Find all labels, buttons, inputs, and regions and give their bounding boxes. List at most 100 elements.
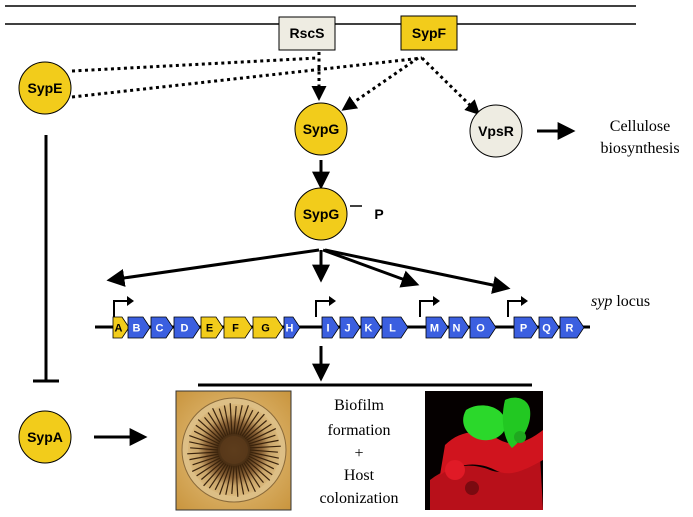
- sype-label: SypE: [27, 80, 62, 96]
- sype-node: SypE: [18, 61, 72, 115]
- sypg-node: SypG: [294, 102, 348, 156]
- sypf-label: SypF: [412, 25, 447, 41]
- sypg-p-label: SypG: [303, 206, 340, 222]
- gene-label-e: E: [206, 323, 213, 335]
- outcome-line5: colonization: [319, 490, 398, 507]
- colony-wrinkle: [248, 434, 276, 445]
- outcome-line2: formation: [327, 422, 390, 439]
- gene-arrow-p: [513, 316, 539, 339]
- colony-wrinkle: [192, 455, 220, 466]
- colony-wrinkle: [225, 465, 233, 495]
- cellulose-label-line2: biosynthesis: [600, 140, 679, 157]
- gene-arrow-j: [339, 316, 361, 339]
- gene-label-d: D: [181, 323, 189, 335]
- colony-wrinkle: [196, 459, 222, 477]
- gene-arrow-f: [223, 316, 253, 339]
- gene-arrow-e: [200, 316, 224, 339]
- gene-arrow-l: [381, 316, 409, 339]
- activation-arrow-promoter-p: [324, 248, 511, 294]
- outcome-line1: Biofilm: [334, 397, 384, 414]
- gene-arrow-r: [559, 316, 585, 339]
- colony-wrinkle: [249, 449, 278, 453]
- outcome-line3: +: [354, 445, 363, 462]
- vpsr-label: VpsR: [478, 123, 514, 139]
- colony-wrinkle: [243, 413, 265, 438]
- gene-arrow-m: [425, 316, 449, 339]
- gene-arrow-a: [112, 316, 130, 339]
- gene-label-f: F: [232, 323, 239, 335]
- colony-wrinkle: [207, 412, 225, 438]
- colony-wrinkle: [249, 453, 279, 465]
- colony-wrinkle: [201, 460, 224, 480]
- gene-label-l: L: [389, 323, 396, 335]
- gene-arrow-q: [538, 316, 560, 339]
- colony-wrinkle: [244, 420, 267, 440]
- gene-label-g: G: [261, 323, 270, 335]
- colony-wrinkle: [246, 459, 271, 481]
- gene-label-a: A: [115, 323, 123, 335]
- gene-label-k: K: [365, 323, 373, 335]
- gene-arrow-c: [150, 316, 174, 339]
- colony-wrinkle: [195, 424, 221, 443]
- host-colonization-image: [425, 391, 543, 510]
- colony-wrinkle: [204, 417, 224, 440]
- sype-to-rscs-dotted: [71, 56, 319, 73]
- colony-wrinkle: [219, 465, 231, 495]
- promoter-p: [507, 300, 521, 317]
- sypf-to-vpsr-dotted: [420, 56, 481, 116]
- promoter-i: [315, 300, 329, 317]
- gene-label-c: C: [156, 323, 164, 335]
- gene-label-h: H: [286, 323, 294, 335]
- syp-locus-rest: locus: [612, 293, 650, 310]
- colony-wrinkle: [212, 407, 227, 437]
- gene-label-j: J: [344, 323, 350, 335]
- sypg-label: SypG: [303, 121, 340, 137]
- vpsr-node: VpsR: [469, 104, 523, 158]
- colony-wrinkle: [189, 435, 219, 447]
- colony-wrinkle: [247, 428, 277, 443]
- gene-label-p: P: [520, 323, 527, 335]
- colony-wrinkle: [189, 453, 219, 461]
- gene-label-r: R: [566, 323, 574, 335]
- activation-arrow-promoter-m: [322, 248, 420, 288]
- colony-wrinkle: [246, 423, 272, 441]
- gene-label-b: B: [133, 323, 141, 335]
- colony-wrinkle: [187, 451, 219, 455]
- rscs-box: RscS: [278, 16, 336, 51]
- gene-label-m: M: [430, 323, 439, 335]
- colony-wrinkle: [218, 408, 229, 436]
- colony-wrinkle: [193, 430, 220, 445]
- colony-wrinkle: [247, 457, 273, 476]
- promoters: [113, 300, 521, 317]
- colony-wrinkle: [223, 405, 231, 435]
- colony-wrinkle: [244, 460, 264, 483]
- gene-label-q: Q: [542, 323, 551, 335]
- sypg-p-node: SypG: [294, 187, 348, 241]
- gene-arrow-n: [448, 316, 470, 339]
- colony-wrinkle: [189, 441, 219, 449]
- sypf-box: SypF: [400, 15, 458, 51]
- syp-locus-label: syp locus: [591, 293, 650, 310]
- sypg-activation-arrows: [106, 248, 511, 294]
- activation-arrow-promoter-a: [106, 248, 320, 287]
- colony-wrinkle: [249, 451, 279, 459]
- colony-wrinkle: [249, 445, 281, 449]
- colony-wrinkle: [235, 465, 239, 497]
- outcome-line4: Host: [344, 467, 375, 484]
- gene-label-i: I: [326, 323, 329, 335]
- cellulose-label-line1: Cellulose: [610, 118, 670, 135]
- colony-wrinkle: [191, 457, 221, 472]
- rscs-label: RscS: [289, 25, 324, 41]
- colony-wrinkle: [203, 462, 225, 487]
- gene-arrow-k: [360, 316, 382, 339]
- gene-arrow-i: [321, 316, 340, 339]
- sypa-label: SypA: [27, 429, 63, 445]
- colony-wrinkle: [241, 411, 260, 437]
- colony-wrinkle: [239, 409, 254, 436]
- colony-wrinkle: [197, 419, 222, 441]
- promoter-m: [419, 300, 433, 317]
- promoter-arrowheads: [127, 296, 528, 306]
- colony-wrinkle: [243, 462, 261, 488]
- colony-wrinkle: [208, 463, 227, 489]
